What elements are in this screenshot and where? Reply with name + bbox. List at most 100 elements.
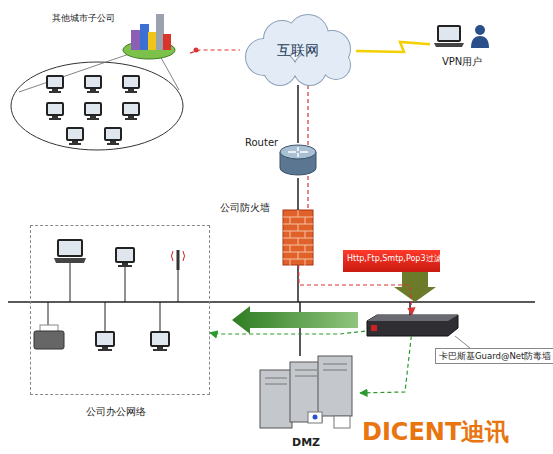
antenna-signal: [172, 251, 185, 261]
antenna: [177, 250, 180, 270]
firewall-drop: [297, 265, 299, 302]
network-link: [299, 265, 412, 315]
device-drop: [105, 302, 106, 332]
network-link: [210, 331, 365, 334]
monitor-stand: [49, 89, 61, 93]
node-label: DMZ: [292, 436, 320, 449]
document-mark: [313, 415, 318, 420]
edge-label: Http,Ftp,Smtp,Pop3过滤: [347, 254, 442, 264]
document-icon: [334, 416, 350, 428]
monitor-screen: [151, 332, 169, 346]
node-label: 卡巴斯基Guard@Net防毒墙: [435, 348, 553, 364]
guard-drop: [409, 302, 411, 315]
server-detail: [295, 370, 317, 376]
monitor-stand: [98, 347, 112, 351]
building-block: [140, 24, 149, 50]
laptop-screen: [58, 240, 82, 256]
node-label: 公司防火墙: [220, 202, 270, 214]
monitor-screen: [85, 76, 101, 88]
laptop-screen: [438, 26, 460, 41]
cloud-fill: [322, 51, 350, 79]
firewall-wall: [283, 210, 313, 265]
monitor-stand: [69, 141, 81, 145]
network-link: [190, 50, 240, 53]
node-label: VPN用户: [442, 56, 482, 68]
network-link: [356, 42, 430, 52]
network-link: [297, 178, 299, 210]
user-head: [475, 25, 485, 35]
watermark-logo: DICENT迪讯: [362, 418, 509, 447]
guard-logo: [371, 325, 377, 331]
firewall: 公司防火墙: [283, 210, 313, 265]
node-label: 其他城市子公司: [52, 13, 115, 24]
server-tower: [290, 362, 322, 422]
node-shape: [7, 10, 190, 152]
guard-device: [367, 315, 458, 336]
node-shape: [252, 356, 360, 432]
node-shape: [283, 210, 313, 265]
subsidiary-ellipse: [11, 62, 183, 150]
monitor-stand: [125, 89, 137, 93]
device-drop: [125, 266, 126, 302]
antivirus-gateway: 卡巴斯基Guard@Net防毒墙: [365, 315, 460, 336]
monitor-stand: [107, 141, 119, 145]
cloud-outline: [322, 51, 350, 79]
building-block: [148, 32, 157, 50]
node-label: 互联网: [240, 42, 356, 59]
internet-cloud: 互联网: [240, 15, 356, 85]
device-drop: [178, 270, 179, 302]
monitor-screen: [105, 128, 121, 140]
printer-body: [34, 331, 64, 349]
guard-top: [367, 315, 458, 321]
link-dot: [194, 48, 199, 53]
router-top: [280, 145, 316, 159]
monitor-screen: [123, 103, 139, 115]
clean-traffic-arrow: [232, 306, 358, 334]
leader-line: [455, 336, 470, 348]
node-shape: [280, 143, 316, 178]
node-label: 公司办公网络: [86, 406, 146, 418]
monitor-stand: [87, 89, 99, 93]
document-icon: [308, 412, 322, 423]
dmz-servers: DMZ: [252, 356, 360, 432]
monitor-stand: [49, 116, 61, 120]
firewall-bricks: [283, 210, 313, 266]
device-drop: [70, 262, 71, 302]
router: Router: [280, 143, 316, 178]
filter-arrow-head: [394, 272, 436, 302]
subsidiary-group: 其他城市子公司: [7, 10, 190, 152]
router-arrows: [288, 147, 308, 157]
building-block: [156, 14, 164, 50]
node-shape: [365, 315, 460, 336]
laptop-base: [54, 258, 86, 263]
device-drop: [160, 302, 161, 332]
user-body: [471, 36, 489, 48]
server-tower: [260, 370, 292, 428]
building-block: [131, 30, 141, 50]
monitor-stand: [125, 116, 137, 120]
monitor-screen: [116, 248, 134, 262]
monitor-stand: [118, 263, 132, 267]
monitor-screen: [96, 332, 114, 346]
network-link: [360, 336, 411, 393]
dmz-drop: [299, 302, 301, 356]
network-link: [297, 85, 299, 143]
monitor-stand: [87, 116, 99, 120]
server-tower: [318, 356, 352, 416]
monitor-screen: [123, 76, 139, 88]
laptop-base: [434, 43, 464, 47]
office-network: 公司办公网络: [30, 225, 210, 395]
node-label: Router: [245, 137, 278, 149]
monitor-screen: [67, 128, 83, 140]
vpn-user: VPN用户: [430, 22, 500, 72]
monitor-screen: [47, 103, 63, 115]
network-bus: [8, 301, 535, 303]
server-detail: [323, 364, 347, 370]
server-detail: [265, 378, 287, 384]
monitor-screen: [47, 76, 63, 88]
node-shape: [31, 226, 211, 396]
building-block: [163, 34, 171, 50]
monitor-stand: [153, 347, 167, 351]
